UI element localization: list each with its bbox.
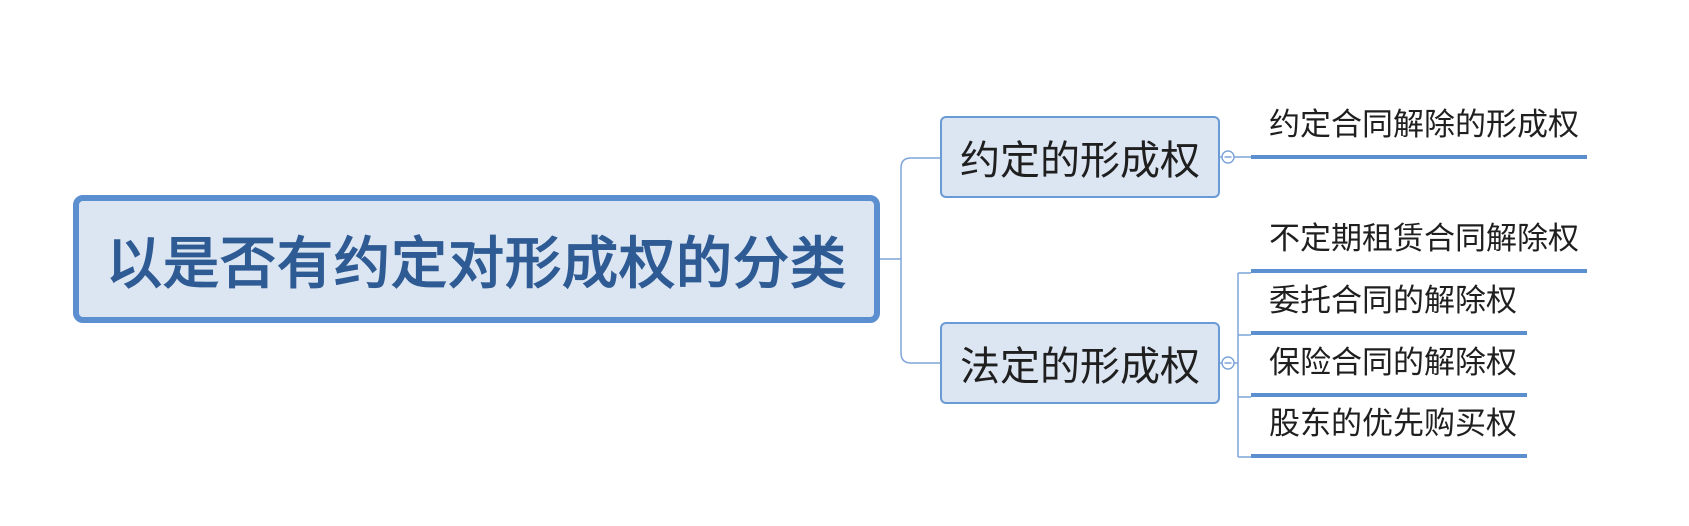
connector-root-branches (880, 157, 940, 364)
leaf-topic[interactable]: 保险合同的解除权 (1251, 339, 1527, 397)
leaf-topic-label: 委托合同的解除权 (1269, 283, 1517, 319)
branch-topic-statutory[interactable]: 法定的形成权 (940, 322, 1220, 404)
branch-topic-label: 约定的形成权 (960, 138, 1200, 184)
root-topic-label: 以是否有约定对形成权的分类 (106, 231, 847, 297)
leaf-topic-label: 不定期租赁合同解除权 (1269, 221, 1579, 257)
branch-topic-agreed[interactable]: 约定的形成权 (940, 116, 1220, 198)
leaf-topic-label: 股东的优先购买权 (1269, 406, 1517, 442)
leaf-topic[interactable]: 股东的优先购买权 (1251, 400, 1527, 458)
leaf-topic[interactable]: 约定合同解除的形成权 (1251, 101, 1587, 159)
leaf-topic-label: 约定合同解除的形成权 (1269, 107, 1579, 143)
branch-topic-label: 法定的形成权 (960, 344, 1200, 390)
leaf-topic-label: 保险合同的解除权 (1269, 345, 1517, 381)
root-topic[interactable]: 以是否有约定对形成权的分类 (73, 195, 880, 323)
collapse-circle-icon[interactable] (1221, 356, 1235, 370)
leaf-topic[interactable]: 委托合同的解除权 (1251, 277, 1527, 335)
leaf-topic[interactable]: 不定期租赁合同解除权 (1251, 215, 1587, 273)
collapse-circle-icon[interactable] (1221, 150, 1235, 164)
